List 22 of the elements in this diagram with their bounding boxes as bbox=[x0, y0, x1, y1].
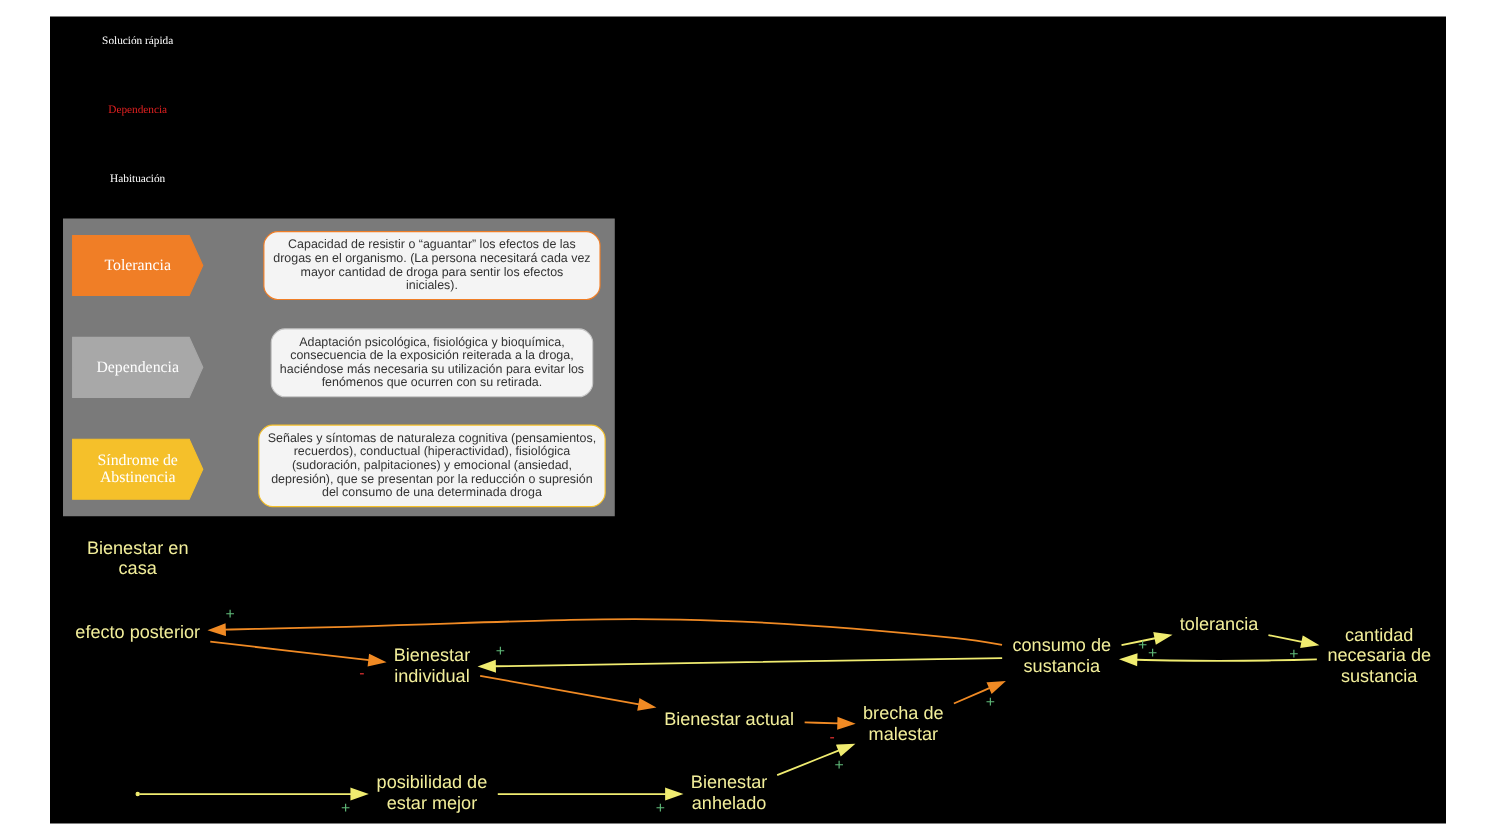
node-text: posibilidad de estar mejor bbox=[376, 772, 488, 813]
arrow bbox=[477, 657, 1004, 673]
cluster bbox=[63, 218, 615, 517]
arrow bbox=[952, 680, 1006, 705]
arrow bbox=[496, 787, 684, 801]
node-text: brecha de malestar bbox=[863, 703, 944, 744]
arrow bbox=[803, 716, 856, 730]
node-text: consumo de sustancia bbox=[1012, 635, 1112, 676]
arrow bbox=[1119, 653, 1318, 667]
arrow bbox=[207, 618, 1003, 646]
node-text: tolerancia bbox=[1179, 613, 1259, 634]
arrow bbox=[479, 674, 657, 711]
node-text: Bienestar individual bbox=[393, 645, 471, 686]
node-text: Bienestar actual bbox=[664, 708, 794, 729]
node-text: Bienestar en casa bbox=[86, 537, 189, 579]
arrow bbox=[776, 743, 856, 777]
node-text: cantidad necesaria de sustancia bbox=[1327, 625, 1432, 686]
arrow bbox=[138, 787, 369, 801]
node-text: efecto posterior bbox=[75, 621, 201, 642]
arrow bbox=[209, 640, 387, 667]
node-text: Bienestar anhelado bbox=[690, 772, 768, 813]
arrow bbox=[1267, 634, 1320, 648]
